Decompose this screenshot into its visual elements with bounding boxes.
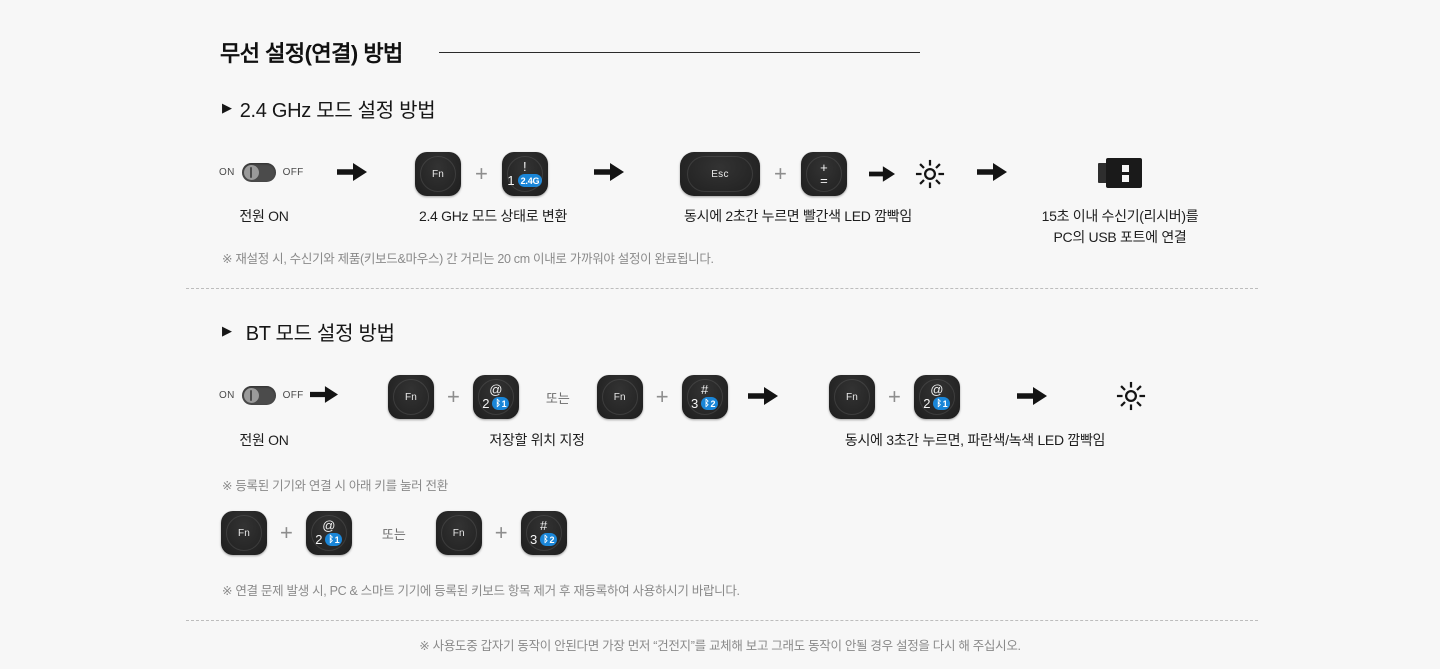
page-title-row: 무선 설정(연결) 방법 (220, 36, 920, 68)
arrow-right-icon (748, 387, 778, 405)
caption-receiver: 15초 이내 수신기(리시버)를 PC의 USB 포트에 연결 (1041, 208, 1199, 245)
power-caption-ghz: 전원 ON (239, 208, 289, 224)
switch-off-label: OFF (282, 167, 304, 178)
divider-1 (186, 288, 1258, 289)
arrow-bt-3 (1017, 387, 1047, 405)
key-esc[interactable]: Esc (680, 152, 760, 196)
switch-on-label: ON (219, 167, 235, 178)
bluetooth-icon: ᛒ (704, 398, 710, 408)
or-label: 또는 (545, 390, 570, 406)
title-rule (438, 51, 920, 53)
caption-mode-switch: 2.4 GHz 모드 상태로 변환 (418, 208, 568, 224)
bluetooth-icon: ᛒ (328, 534, 334, 544)
triangle-marker-icon: ▶ (222, 323, 232, 338)
plus-sign-icon: + (447, 384, 460, 409)
section-heading-ghz: ▶ 2.4 GHz 모드 설정 방법 (222, 94, 436, 123)
page-title: 무선 설정(연결) 방법 (220, 41, 403, 66)
arrow-right-icon (594, 163, 624, 181)
bluetooth-icon: ᛒ (936, 398, 942, 408)
toggle-switch-icon[interactable] (241, 163, 276, 182)
power-switch-bt[interactable]: ON OFF (219, 386, 304, 405)
note-bt-switch: ※ 등록된 기기와 연결 시 아래 키를 눌러 전환 (222, 479, 448, 493)
badge-24g: 2.4G (517, 174, 543, 187)
arrow-ghz-2 (594, 163, 624, 181)
power-caption-bt: 전원 ON (239, 432, 289, 448)
note-ghz-distance: ※ 재설정 시, 수신기와 제품(키보드&마우스) 간 거리는 20 cm 이내… (222, 252, 714, 266)
note-bt-problem: ※ 연결 문제 발생 시, PC & 스마트 기기에 등록된 키보드 항목 제거… (222, 584, 740, 598)
key-fn[interactable]: Fn (221, 511, 267, 555)
arrow-ghz-3 (977, 163, 1007, 181)
bluetooth-icon: ᛒ (495, 398, 501, 408)
caption-led-blue-green: 동시에 3초간 누르면, 파란색/녹색 LED 깜빡임 (844, 432, 1106, 448)
keycombo-fn-1: Fn + ! 1 2.4G (415, 152, 548, 196)
key-fn[interactable]: Fn (415, 152, 461, 196)
keycombo-esc-plusminus: Esc + + = (680, 152, 945, 196)
key-1-24g[interactable]: ! 1 2.4G (501, 152, 548, 196)
key-plus-equal[interactable]: + = (800, 152, 847, 196)
arrow-ghz-1 (337, 163, 367, 181)
arrow-right-icon (310, 386, 338, 403)
key-fn[interactable]: Fn (596, 375, 643, 419)
power-toggle-group-bt: ON OFF (219, 386, 304, 405)
arrow-right-icon (1017, 387, 1047, 405)
section-heading-ghz-label: 2.4 GHz 모드 설정 방법 (239, 100, 436, 122)
or-label: 또는 (381, 526, 406, 542)
caption-led-red: 동시에 2초간 누르면 빨간색 LED 깜빡임 (684, 208, 912, 224)
toggle-switch-icon[interactable] (241, 386, 276, 405)
led-blink-icon (915, 159, 944, 189)
arrow-right-icon (977, 163, 1007, 181)
arrow-right-icon (868, 166, 895, 182)
footer-note: ※ 사용도중 갑자기 동작이 안된다면 가장 먼저 “건전지”를 교체해 보고 … (419, 639, 1021, 653)
usb-receiver-icon (1098, 158, 1142, 188)
key-fn[interactable]: Fn (829, 375, 875, 419)
section-heading-bt: ▶ BT 모드 설정 방법 (222, 317, 395, 346)
triangle-marker-icon: ▶ (222, 100, 232, 115)
plus-sign-icon: + (280, 520, 293, 545)
arrow-bt-2 (748, 387, 778, 405)
plus-sign-icon: + (655, 384, 669, 409)
led-blink-icon (1116, 381, 1146, 411)
usb-receiver-group (1098, 158, 1142, 188)
bluetooth-icon: ᛒ (543, 534, 549, 544)
led-blink-group-bt (1116, 381, 1146, 411)
plus-sign-icon: + (494, 520, 508, 545)
switch-on-label: ON (219, 390, 235, 401)
key-fn[interactable]: Fn (388, 375, 434, 419)
plus-sign-icon: + (888, 384, 901, 409)
arrow-right-icon (337, 163, 367, 181)
plus-sign-icon: + (475, 161, 488, 186)
divider-2 (186, 620, 1258, 621)
power-switch-ghz[interactable]: ON OFF (219, 163, 304, 182)
arrow-bt-1 (310, 386, 338, 403)
plus-sign-icon: + (774, 161, 787, 186)
power-toggle-group-ghz: ON OFF (219, 163, 304, 182)
caption-store-position: 저장할 위치 지정 (489, 432, 585, 448)
key-fn[interactable]: Fn (435, 511, 482, 555)
switch-off-label: OFF (282, 390, 304, 401)
section-heading-bt-label: BT 모드 설정 방법 (245, 323, 395, 345)
